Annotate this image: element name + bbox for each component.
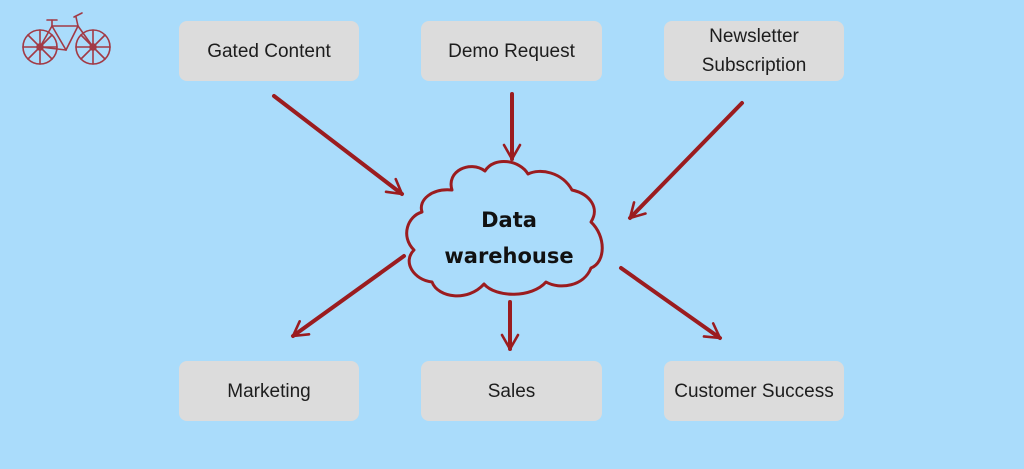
sales-box: Sales <box>421 361 602 421</box>
marketing-label: Marketing <box>227 380 311 402</box>
arrow-warehouse-to-customer-success <box>619 266 722 340</box>
arrow-gated-to-warehouse <box>272 94 404 196</box>
gated-content-label: Gated Content <box>207 40 331 62</box>
gated-content-box: Gated Content <box>179 21 359 81</box>
data-warehouse-label: Data warehouse <box>444 208 574 268</box>
arrow-warehouse-to-marketing <box>291 254 406 338</box>
newsletter-subscription-label: Newsletter Subscription <box>701 26 807 76</box>
marketing-box: Marketing <box>179 361 359 421</box>
customer-success-label: Customer Success <box>674 380 834 402</box>
customer-success-box: Customer Success <box>664 361 844 421</box>
bicycle-icon <box>22 12 111 65</box>
newsletter-subscription-box: Newsletter Subscription <box>664 21 844 81</box>
sales-label: Sales <box>487 380 536 402</box>
cloud-icon <box>405 160 604 298</box>
demo-request-label: Demo Request <box>448 40 575 62</box>
demo-request-box: Demo Request <box>421 21 602 81</box>
arrow-newsletter-to-warehouse <box>628 101 744 220</box>
